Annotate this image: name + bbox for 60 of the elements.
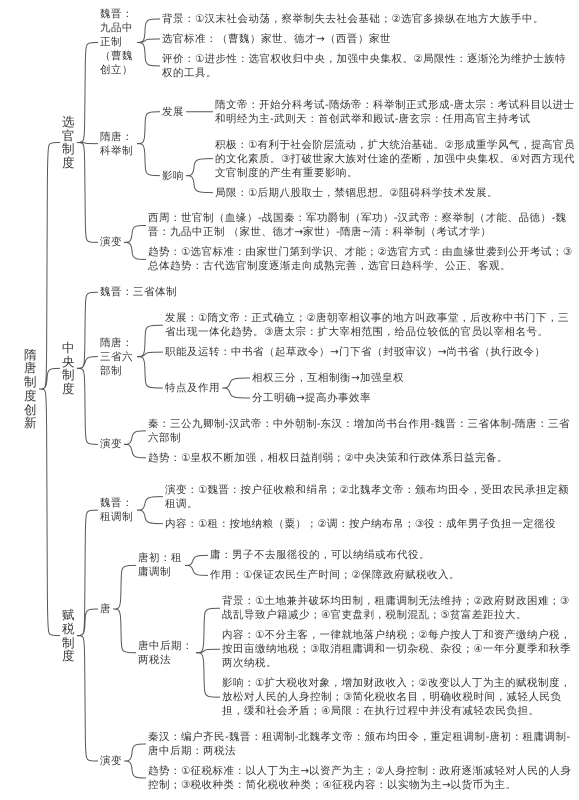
connector-line (76, 356, 98, 369)
note-text: 背景：①土地兼并破坏均田制，租庸调制无法维持；②政府财政困难；③战乱导致户籍减少；④官吏盘剥，税制混乱；⑤贫富差距拉大。 (222, 594, 576, 622)
note-text: 局限：①后期八股取士，禁锢思想。②阻碍科学技术发展。 (215, 186, 576, 200)
branch-label: 唐中后期：两税法 (138, 638, 194, 667)
connector-line (38, 388, 60, 636)
note-text: 作用：①保证农民生产时间；②保障政府赋税收入。 (210, 568, 576, 582)
connector-line (222, 388, 250, 398)
note-text: 演变：①魏晋：按户征收粮和绢帛；②北魏孝文帝：颁布均田令，受田农民承担定额租调。 (165, 482, 576, 511)
note-text: 魏晋：三省体制 (100, 285, 177, 300)
branch-label: 魏晋：九品中正制（曹魏创立） (100, 7, 135, 78)
note-text: 趋势：①皇权不断加强，相权日益削弱；②中央决策和行政体系日益完备。 (148, 450, 576, 465)
branch-label: 唐 (100, 602, 111, 616)
note-text: 评价：①进步性：选官权收归中央，加强中央集权。②局限性：逐渐沦为维护士族特权的工具。 (162, 52, 576, 80)
connector-line (136, 42, 160, 66)
connector-line (136, 111, 160, 144)
branch-label: 发展 (162, 104, 184, 119)
note-text: 积极：①有利于社会阶层流动，扩大统治基础。②形成重学风气，提高官员的文化素质。③打破世家大族对仕途的垄断，加强中央集权。④对西方现代文官制度的产生有重要影响。 (215, 138, 576, 180)
branch-label: 赋税制度 (62, 608, 74, 664)
branch-label: 选官制度 (62, 114, 74, 170)
note-text: 背景：①汉末社会动荡，察举制失去社会基础；②选官多操纵在地方大族手中。 (162, 12, 576, 26)
branch-label: 隋唐：科举制 (100, 130, 135, 158)
connector-line (124, 444, 146, 458)
connector-line (136, 143, 160, 176)
connector-line (136, 510, 164, 524)
note-text: 秦汉：编户齐民-魏晋：租调制-北魏孝文帝：颁布均田令，重定租调制-唐初：租庸调制-唐中后期：两税法 (148, 730, 576, 758)
branch-label: 演变 (100, 437, 122, 452)
connector-line (124, 242, 146, 260)
note-text: 庸：男子不去服徭役的，可以纳绢或布代役。 (210, 548, 576, 562)
connector-line (112, 608, 136, 654)
note-text: 选官标准：（曹魏）家世、德才→（西晋）家世 (162, 32, 576, 46)
branch-label: 特点及作用 (165, 381, 220, 395)
note-text: 相权三分，互相制衡→加强皇权 (252, 371, 404, 386)
branch-label: 唐初：租庸调制 (138, 551, 184, 580)
note-text: 内容：①不分主客，一律就地落户纳税；②每户按人丁和资产缴纳户税，按田亩缴纳地税；③取消租庸调和一切杂税、杂役；④一年分夏季和秋季两次纳税。 (222, 628, 576, 670)
central-topic: 隋唐制度创新 (24, 348, 36, 430)
connector-line (196, 652, 220, 698)
note-text: 影响：①扩大税收对象，增加财政收入；②改变以人丁为主的赋税制度，放松对人民的人身控制；③简化税收名目，明确收税时间，减轻人民负担，缓和社会矛盾；④局限：在执行过程中并没有减轻农民负担。 (222, 676, 576, 718)
note-text: 趋势：①征税标准：以人丁为主→以资产为主；②人身控制：政府逐渐减轻对人民的人身控制；③税收种类：简化税收种类；④征税内容：以实物为主→以货币为主。 (148, 764, 576, 792)
note-text: 秦：三公九卿制-汉武帝：中外朝制-东汉：增加尚书台作用-魏晋：三省体制-隋唐：三省六部制 (148, 416, 576, 445)
note-text: 发展：①隋文帝：正式确立；②唐朝宰相议事的地方叫政事堂，后改称中书门下，三省出现一体化趋势。③唐太宗：扩大宰相范围，给品位较低的官员以宰相名号。 (165, 311, 576, 340)
note-text: 职能及运转：中书省（起草政令）→门下省（封驳审议）→尚书省（执行政令） (165, 345, 576, 360)
branch-label: 隋唐：三省六部制 (100, 336, 135, 378)
connector-line (124, 430, 146, 445)
note-text: 分工明确→提高办事效率 (252, 390, 371, 405)
branch-label: 影响 (162, 168, 184, 183)
connector-line (184, 564, 208, 576)
connector-line (76, 142, 98, 243)
connector-line (196, 648, 220, 654)
connector-line (124, 760, 146, 778)
note-text: 西周：世官制（血缘）-战国秦：军功爵制（军功）-汉武帝：察举制（才能、品德）-魏晋：九品中正制 （家世、德才→家世）-隋唐~清：科举制（考试才学） (148, 211, 576, 240)
note-text: 趋势：①选官标准：由家世门第到学识、才能；②选官方式：由血缘世袭到公开考试；③总体趋势：古代选官制度逐渐走向成熟完善，选官日趋科学、公正、客观。 (148, 245, 576, 274)
branch-label: 魏晋：租调制 (100, 496, 135, 524)
note-text: 内容：①租：按地纳粮（粟）；②调：按户纳布帛；③役：成年男子负担一定徭役 (165, 516, 576, 531)
branch-label: 中央制度 (62, 340, 74, 396)
connector-line (136, 356, 164, 388)
branch-label: 演变 (100, 235, 122, 250)
note-text: 隋文帝：开始分科考试-隋炀帝：科举制正式形成-唐太宗：考试科目以进士和明经为主-武则天：首创武举和殿试-唐玄宗：任用高官主持考试 (215, 98, 576, 126)
connector-line (186, 111, 214, 112)
branch-label: 演变 (100, 754, 122, 768)
connector-line (186, 175, 214, 194)
